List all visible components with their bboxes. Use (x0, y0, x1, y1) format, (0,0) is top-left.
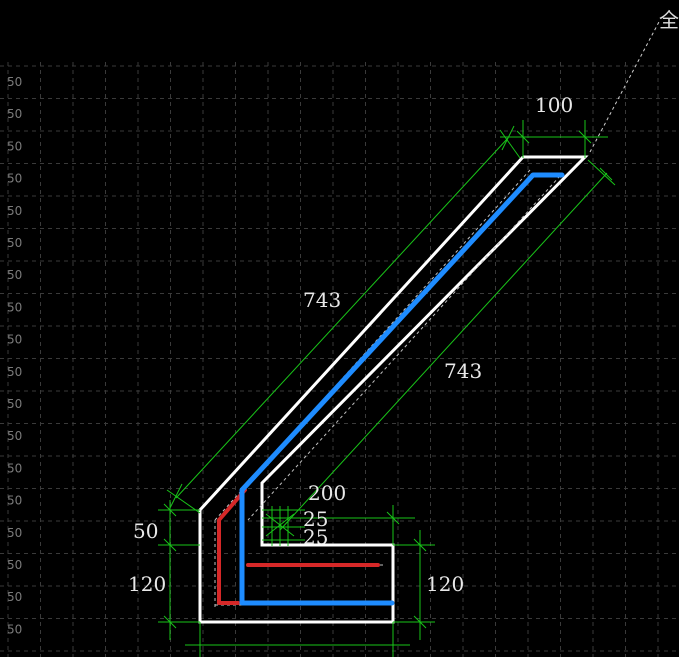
row-label: 50 (7, 526, 22, 540)
leader-line (589, 19, 661, 153)
row-label: 50 (7, 622, 22, 636)
section-outline[interactable] (198, 155, 589, 624)
row-label: 50 (7, 300, 22, 314)
row-label: 50 (7, 558, 22, 572)
row-label: 50 (7, 236, 22, 250)
row-label: 50 (7, 365, 22, 379)
dim-lower-length: 743 (444, 359, 482, 383)
row-label: 50 (7, 494, 22, 508)
row-labels: 50 50 50 50 50 50 50 50 50 50 50 50 50 50 50 50 50 50 (7, 75, 22, 636)
dim-right-height: 120 (426, 572, 464, 596)
row-label: 50 (7, 590, 22, 604)
dimension-lines (158, 120, 616, 657)
row-label: 50 (7, 75, 22, 89)
dim-top-width: 100 (535, 93, 573, 117)
main-rebar[interactable] (239, 172, 565, 606)
dim-offset-b: 25 (303, 525, 328, 549)
row-label: 50 (7, 461, 22, 475)
dim-left-top: 50 (133, 519, 158, 543)
row-label: 50 (7, 397, 22, 411)
secondary-rebar-hook[interactable] (217, 488, 247, 605)
dim-foot-length: 200 (308, 481, 346, 505)
dim-left-bottom: 120 (128, 572, 166, 596)
dim-upper-length: 743 (303, 288, 341, 312)
row-label: 50 (7, 268, 22, 282)
row-label: 50 (7, 139, 22, 153)
row-label: 50 (7, 429, 22, 443)
row-label: 50 (7, 333, 22, 347)
dim-offset-a: 25 (303, 507, 328, 531)
row-label: 50 (7, 107, 22, 121)
row-label: 50 (7, 204, 22, 218)
row-label: 50 (7, 172, 22, 186)
corner-text: 全 (659, 8, 679, 32)
background-grid (0, 62, 679, 657)
